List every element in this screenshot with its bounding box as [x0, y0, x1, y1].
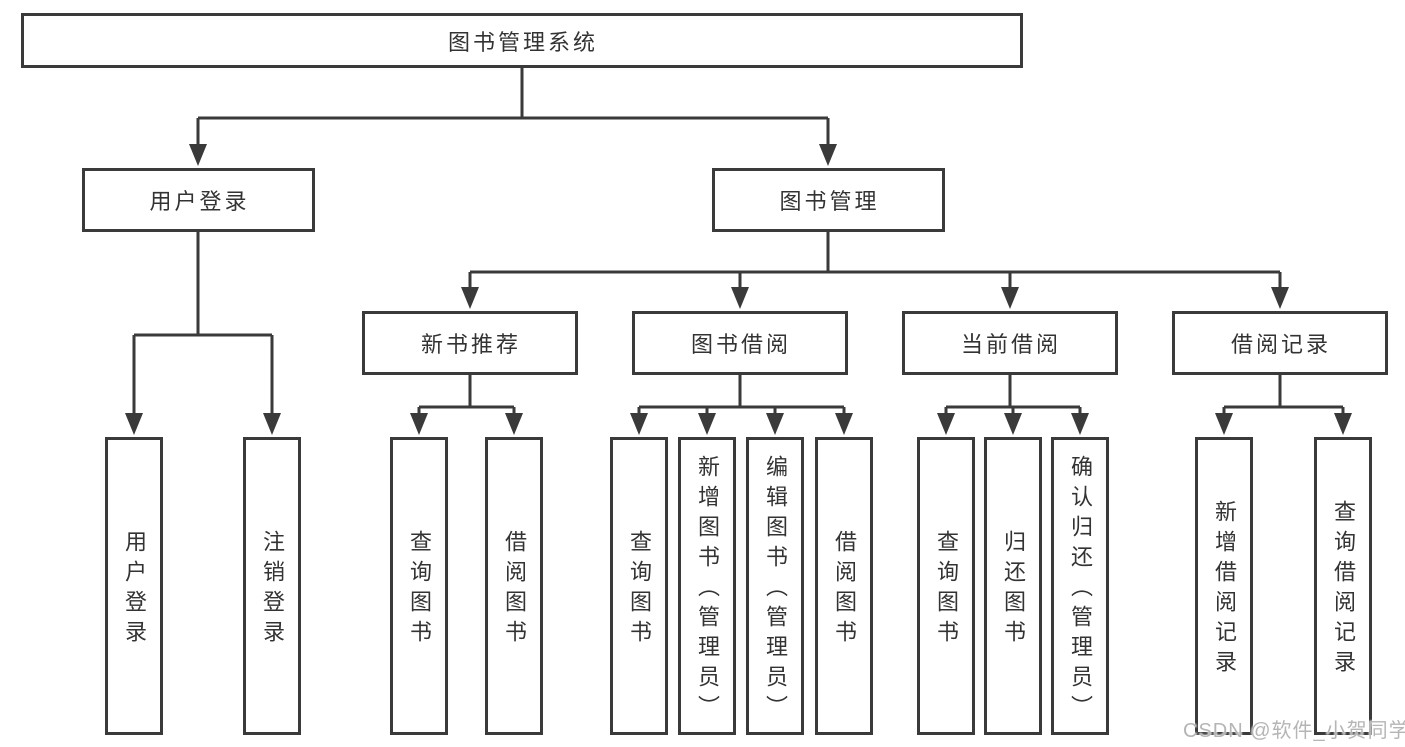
node-label: 确认归还（管理员）: [1068, 455, 1093, 725]
node-label: 借阅记录: [1230, 332, 1331, 357]
csdn-watermark: CSDN @软件_小贺同学: [1183, 720, 1405, 742]
node-book-management: 图书管理: [712, 168, 945, 232]
arrowhead: [819, 144, 837, 166]
arrowheads: [125, 144, 1352, 435]
connector-recommend-to-leaves: [417, 375, 516, 415]
leaf-logout: 注销登录: [243, 437, 301, 735]
node-label: 用户登录: [149, 189, 250, 214]
connector-mgmt-to-level3: [468, 232, 1282, 289]
node-label: 查询图书: [407, 530, 432, 650]
leaf-edit-books-admin: 编辑图书（管理员）: [746, 437, 804, 735]
leaf-query-borrow-record: 查询借阅记录: [1314, 437, 1372, 735]
leaf-borrow-books-recommend: 借阅图书: [485, 437, 543, 735]
arrowhead: [630, 413, 648, 435]
arrowhead: [505, 413, 523, 435]
arrowhead: [1071, 413, 1089, 435]
arrowhead: [835, 413, 853, 435]
arrowhead: [1271, 287, 1289, 309]
node-borrow-records: 借阅记录: [1172, 311, 1388, 375]
leaf-query-books-recommend: 查询图书: [390, 437, 448, 735]
node-label: 新增借阅记录: [1212, 500, 1237, 680]
connector-login-to-leaves: [132, 232, 274, 415]
arrowhead: [125, 413, 143, 435]
arrowhead: [1334, 413, 1352, 435]
arrowhead: [263, 413, 281, 435]
node-label: 查询图书: [934, 530, 959, 650]
node-label: 查询借阅记录: [1331, 500, 1356, 680]
node-user-login: 用户登录: [82, 168, 315, 232]
leaf-query-books-borrow: 查询图书: [610, 437, 668, 735]
arrowhead: [410, 413, 428, 435]
node-label: 图书借阅: [690, 332, 791, 357]
leaf-query-books-current: 查询图书: [917, 437, 975, 735]
node-label: 归还图书: [1001, 530, 1026, 650]
leaf-borrow-books: 借阅图书: [815, 437, 873, 735]
node-label: 图书管理: [779, 189, 880, 214]
node-label: 新书推荐: [420, 332, 521, 357]
node-new-book-recommend: 新书推荐: [362, 311, 578, 375]
node-label: 当前借阅: [960, 332, 1061, 357]
connector-records-to-leaves: [1222, 375, 1345, 415]
node-label: 借阅图书: [502, 530, 527, 650]
arrowhead: [731, 287, 749, 309]
connector-current-to-leaves: [944, 375, 1082, 415]
leaf-user-login: 用户登录: [105, 437, 163, 735]
connector-root-to-level2: [196, 68, 830, 146]
node-label: 图书管理系统: [447, 29, 598, 55]
leaf-confirm-return-admin: 确认归还（管理员）: [1051, 437, 1109, 735]
node-current-borrow: 当前借阅: [902, 311, 1118, 375]
arrowhead: [1001, 287, 1019, 309]
node-label: 新增图书（管理员）: [695, 455, 720, 725]
arrowhead: [937, 413, 955, 435]
node-label: 编辑图书（管理员）: [763, 455, 788, 725]
leaf-add-books-admin: 新增图书（管理员）: [678, 437, 736, 735]
arrowhead: [698, 413, 716, 435]
arrowhead: [1004, 413, 1022, 435]
node-label: 借阅图书: [832, 530, 857, 650]
arrowhead: [461, 287, 479, 309]
leaf-add-borrow-record: 新增借阅记录: [1195, 437, 1253, 735]
leaf-return-books: 归还图书: [984, 437, 1042, 735]
node-label: 用户登录: [122, 530, 147, 650]
arrowhead: [1215, 413, 1233, 435]
connector-borrow-to-leaves: [637, 375, 846, 415]
node-label: 查询图书: [627, 530, 652, 650]
node-library-system: 图书管理系统: [21, 13, 1023, 68]
arrowhead: [766, 413, 784, 435]
arrowhead: [189, 144, 207, 166]
node-book-borrow: 图书借阅: [632, 311, 848, 375]
node-label: 注销登录: [260, 530, 285, 650]
